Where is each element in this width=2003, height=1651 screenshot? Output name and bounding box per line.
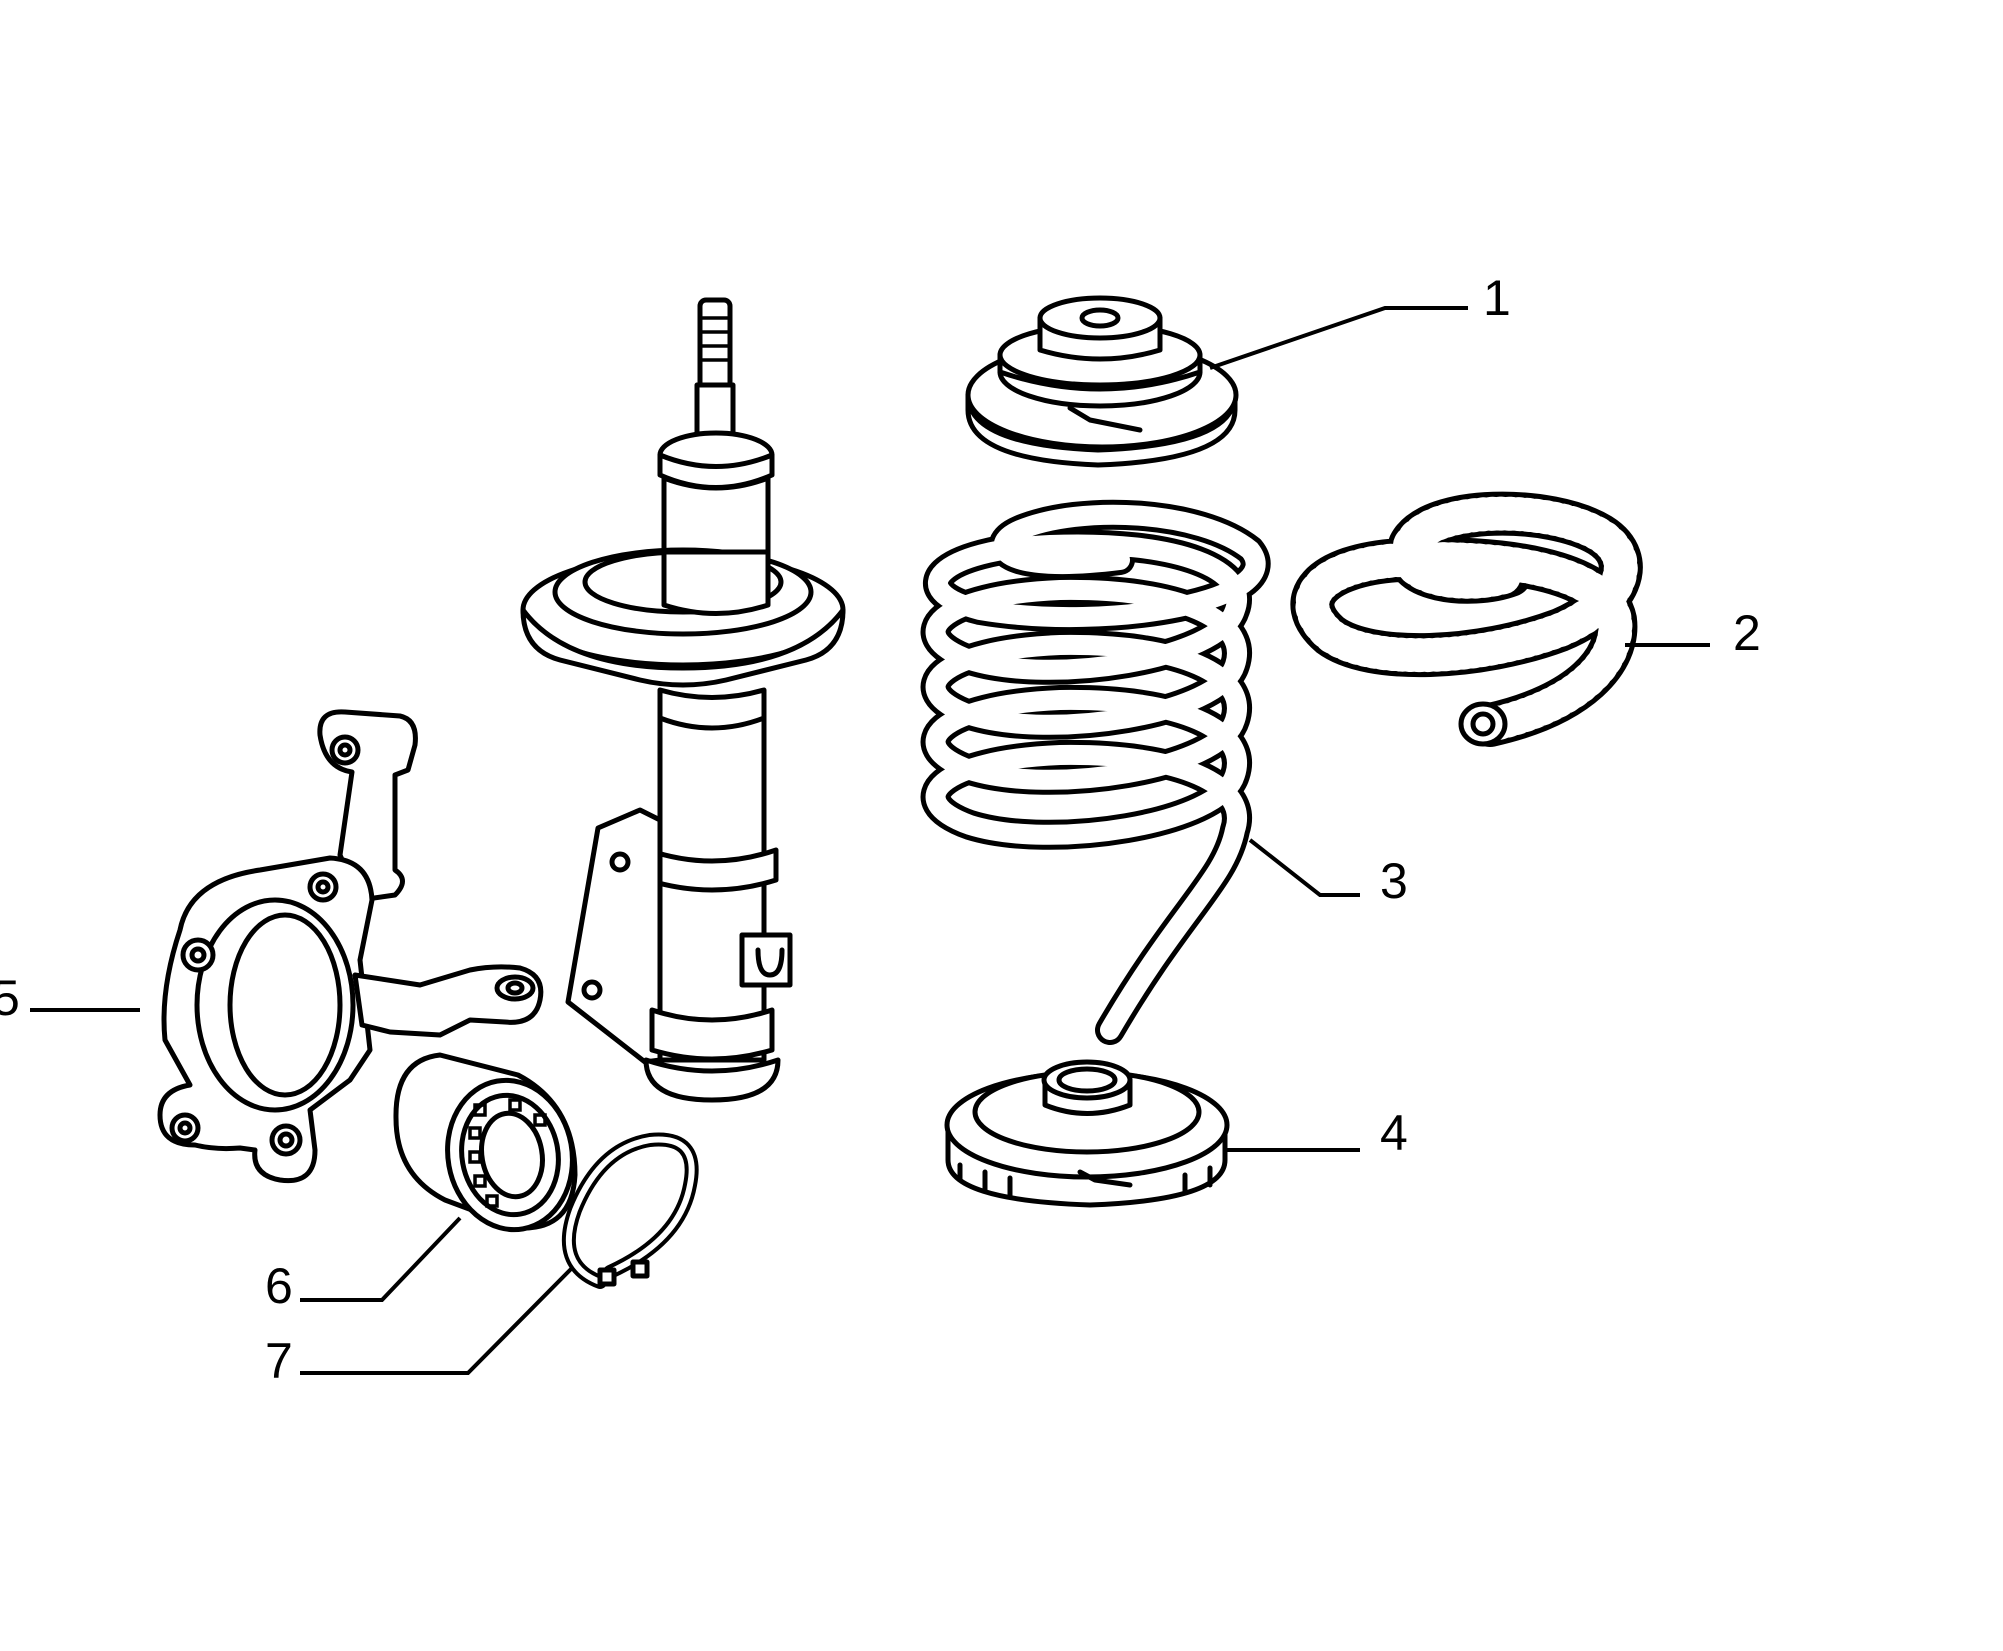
callout-7: 7 xyxy=(265,1333,293,1389)
shock-absorber-strut-icon xyxy=(520,297,846,1103)
circlip-icon xyxy=(561,1132,699,1289)
callout-labels: 1 2 3 4 5 6 7 xyxy=(0,270,1761,1389)
coil-spring-icon xyxy=(920,499,1271,1045)
steering-knuckle-icon xyxy=(157,709,544,1184)
callout-1: 1 xyxy=(1483,270,1511,326)
rubber-tube-coil-icon xyxy=(1290,491,1643,747)
wheel-bearing-icon xyxy=(393,1052,578,1233)
callout-6: 6 xyxy=(265,1258,293,1314)
callout-4: 4 xyxy=(1380,1105,1408,1161)
lower-spring-seat-icon xyxy=(944,1059,1230,1208)
callout-2: 2 xyxy=(1733,605,1761,661)
callout-3: 3 xyxy=(1380,853,1408,909)
callout-5: 5 xyxy=(0,970,20,1026)
strut-top-mount-icon xyxy=(965,295,1239,468)
leader-lines xyxy=(30,306,1710,1375)
